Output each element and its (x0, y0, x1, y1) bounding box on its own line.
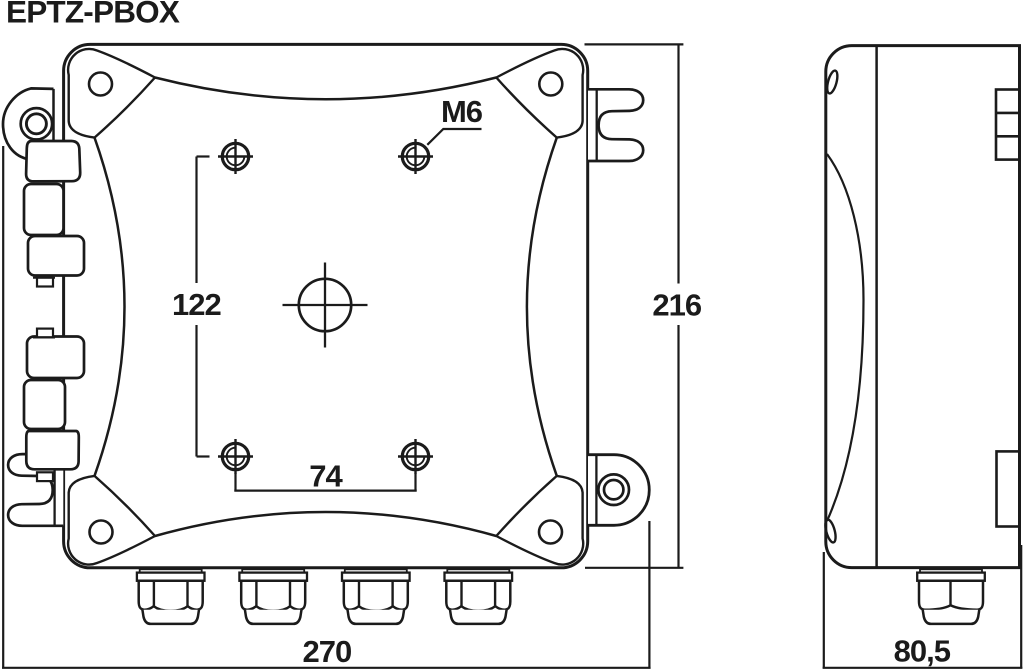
svg-text:270: 270 (303, 634, 352, 669)
svg-text:122: 122 (172, 287, 221, 322)
svg-text:74: 74 (309, 459, 343, 494)
svg-text:EPTZ-PBOX: EPTZ-PBOX (6, 0, 180, 30)
svg-text:80,5: 80,5 (894, 634, 951, 669)
svg-text:M6: M6 (441, 94, 483, 129)
svg-text:216: 216 (652, 287, 701, 322)
